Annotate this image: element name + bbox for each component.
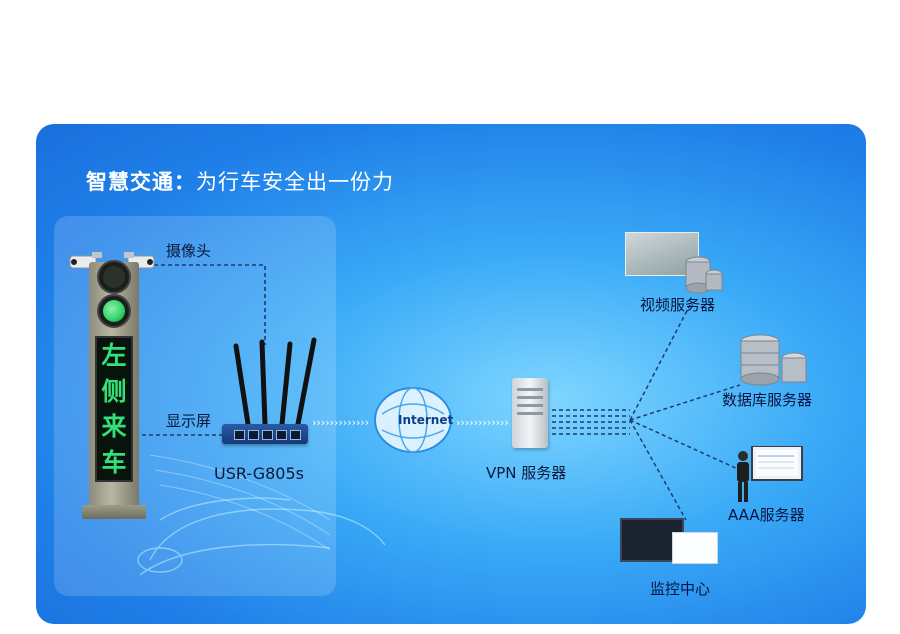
background-card — [36, 124, 866, 624]
title-bold: 智慧交通： — [86, 170, 196, 194]
title-subtitle: 为行车安全出一份力 — [196, 170, 394, 194]
aaa-server-label: AAA服务器 — [728, 506, 805, 524]
database-icon — [685, 256, 723, 294]
router-to-internet-arrows: ››››››››››››› — [312, 416, 369, 429]
internet-label: Internet — [398, 413, 454, 427]
sign-char: 左 — [101, 341, 127, 371]
sign-char: 侧 — [101, 376, 127, 406]
svg-text:›››››››››››››: ››››››››››››› — [312, 416, 369, 429]
video-feed-thumbnail — [625, 232, 699, 276]
traffic-signal-icon — [97, 260, 131, 294]
sign-char: 来 — [101, 412, 127, 442]
monitor-center-label: 监控中心 — [650, 580, 711, 598]
traffic-signal-icon — [97, 294, 131, 328]
globe-icon — [374, 387, 452, 453]
camera-link-line — [112, 264, 266, 345]
traffic-pole-base — [82, 505, 146, 519]
router-label: USR-G805s — [214, 464, 304, 483]
database-icon — [740, 334, 807, 386]
person-icon — [737, 446, 803, 502]
database-server-label: 数据库服务器 — [722, 391, 813, 409]
router-icon — [222, 424, 308, 444]
car-outline-decoration — [137, 497, 386, 576]
internet-to-vpn-arrows: ›››››››››››› — [456, 416, 509, 429]
page-title: 智慧交通：为行车安全出一份力 — [86, 166, 394, 196]
sign-char: 车 — [101, 447, 127, 477]
vpn-fanout-lines — [552, 304, 741, 521]
vpn-label: VPN 服务器 — [486, 464, 567, 482]
svg-text:››››››››››››: ›››››››››››› — [456, 416, 509, 429]
camera-label: 摄像头 — [166, 242, 212, 260]
report-sheet — [672, 532, 718, 564]
speed-swoosh-decoration — [149, 454, 331, 551]
router-antennas — [233, 337, 317, 427]
server-icon — [512, 378, 548, 448]
display-label: 显示屏 — [166, 412, 212, 430]
led-sign: 左 侧 来 车 — [95, 336, 133, 482]
video-server-label: 视频服务器 — [640, 296, 716, 314]
